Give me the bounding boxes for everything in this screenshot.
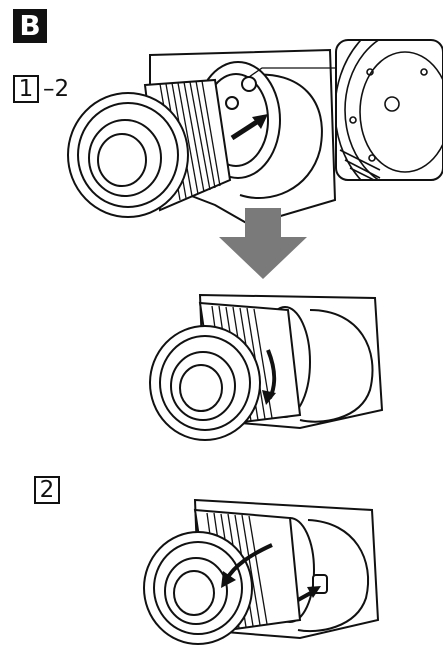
lens-front <box>149 325 261 441</box>
step-1-suffix: –2 <box>43 76 70 102</box>
step-2-number-box: 2 <box>34 476 60 504</box>
camera-detach-illustration <box>143 498 380 645</box>
section-badge: B <box>13 9 47 43</box>
index-mark-circle <box>241 76 257 92</box>
rotate-arrow-icon <box>221 543 273 588</box>
lens-glass <box>170 351 236 421</box>
rotate-arrow-icon <box>262 349 277 405</box>
index-mark-lens <box>225 96 239 110</box>
press-arrow-icon <box>297 586 321 602</box>
lens-glass-inner <box>97 133 147 187</box>
lens-glass <box>88 119 162 197</box>
camera-grip <box>299 309 374 423</box>
lens-front <box>143 531 253 645</box>
camera-grip <box>297 519 370 633</box>
lens-glass <box>164 557 228 625</box>
lens-glass-inner <box>173 570 215 616</box>
down-arrow-icon <box>219 208 307 279</box>
camera-rotate-illustration <box>149 293 384 441</box>
lens-front <box>67 92 189 218</box>
callout-line <box>248 67 336 78</box>
camera-attach-illustration <box>67 48 337 227</box>
step-1-number-box: 1 <box>13 75 39 103</box>
lens-glass-inner <box>179 364 223 412</box>
lens-front-ring <box>153 541 243 635</box>
attach-arrow-icon <box>230 114 268 141</box>
camera-grip <box>239 73 323 199</box>
mount-detail-icon <box>335 39 443 181</box>
lens-front-ring <box>77 102 179 208</box>
lens-front-ring <box>159 335 251 431</box>
